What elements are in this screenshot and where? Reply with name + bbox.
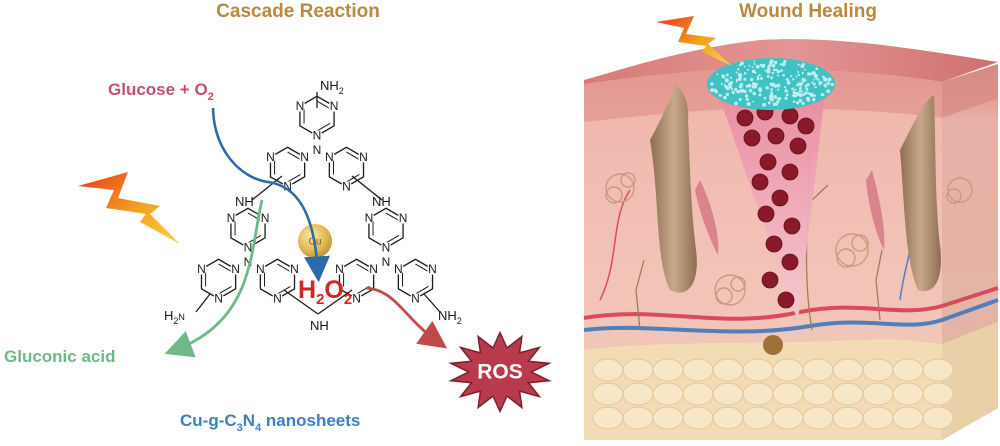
nitrogen-atom: N bbox=[359, 150, 368, 164]
nitrogen-atom: N bbox=[335, 262, 344, 276]
nitrogen-atom: N bbox=[214, 292, 223, 306]
blood-cell bbox=[781, 163, 799, 181]
nitrogen-atom: N bbox=[428, 262, 437, 276]
skin-block-illustration bbox=[583, 39, 999, 440]
bridge-bond bbox=[423, 293, 441, 313]
ros-label: ROS bbox=[477, 361, 523, 384]
nitrogen-atom: N bbox=[300, 150, 309, 164]
blood-cell bbox=[783, 217, 801, 235]
nitrogen-atom: N bbox=[273, 292, 282, 306]
nitrogen-atom: N bbox=[352, 292, 361, 306]
blood-cell bbox=[767, 127, 785, 145]
nitrogen-atom: N bbox=[231, 262, 240, 276]
blood-cell bbox=[781, 253, 799, 271]
blood-cell bbox=[743, 129, 761, 147]
blood-cell bbox=[797, 117, 815, 135]
nitrogen-atom: N bbox=[256, 262, 265, 276]
nitrogen-atom: N bbox=[325, 150, 334, 164]
nitrogen-atom: N bbox=[290, 262, 299, 276]
cu-g-c3n4-nanosheets-label: Cu-g-C3N4 nanosheets bbox=[180, 411, 360, 434]
gluconic-acid-arrow bbox=[164, 199, 264, 358]
h2o2-label: H2O2 bbox=[298, 276, 352, 308]
bridge-bond bbox=[283, 289, 319, 315]
nitrogen-atom: N bbox=[365, 211, 374, 225]
nitrogen-atom: N bbox=[296, 99, 305, 113]
artery bbox=[583, 286, 999, 321]
cascade-reaction-title: Cascade Reaction bbox=[216, 1, 380, 22]
blood-cell bbox=[781, 107, 799, 125]
hair-follicle-right bbox=[900, 95, 942, 292]
nitrogen-atom: N bbox=[283, 180, 292, 194]
nitrogen-atom: N bbox=[227, 211, 236, 225]
nitrogen-atom: N bbox=[382, 241, 391, 255]
blood-cell bbox=[765, 235, 783, 253]
nitrogen-atom: N bbox=[244, 241, 253, 255]
nh-left-bridge: NH bbox=[235, 194, 254, 209]
hair-follicle-left bbox=[650, 84, 697, 293]
nitrogen-atom: N bbox=[399, 211, 408, 225]
bridge-bond bbox=[251, 175, 283, 201]
nitrogen-atom: N bbox=[382, 255, 391, 269]
nitrogen-atom: N bbox=[411, 292, 420, 306]
glucose-o2-label: Glucose + O2 bbox=[108, 80, 214, 103]
nitrogen-atom: N bbox=[394, 262, 403, 276]
nitrogen-atom: N bbox=[313, 143, 322, 157]
lightning-bolt-right-icon bbox=[656, 16, 732, 66]
glucose-to-h2o2-arrow bbox=[211, 107, 330, 283]
lightning-bolt-icon bbox=[78, 172, 180, 244]
h2n-left: H2N bbox=[164, 308, 185, 326]
nh-bottom-bridge: NH bbox=[310, 318, 329, 333]
nerve-ending bbox=[763, 335, 783, 355]
vein bbox=[583, 298, 999, 334]
ros-burst bbox=[448, 330, 552, 414]
blood-cell bbox=[777, 291, 795, 309]
nitrogen-atom: N bbox=[369, 262, 378, 276]
bridge-bond bbox=[195, 293, 211, 313]
wound-healing-title: Wound Healing bbox=[739, 1, 877, 22]
nh-right-bridge: NH bbox=[372, 194, 391, 209]
bridge-bond bbox=[351, 175, 383, 201]
nitrogen-atom: N bbox=[330, 99, 339, 113]
nh2-right: NH2 bbox=[438, 308, 462, 326]
nitrogen-atom: N bbox=[313, 129, 322, 143]
blood-cell bbox=[789, 137, 807, 155]
nitrogen-atom: N bbox=[261, 211, 270, 225]
blood-cell bbox=[761, 271, 779, 289]
blood-cell bbox=[771, 189, 789, 207]
blood-cell bbox=[736, 109, 754, 127]
blood-cell bbox=[759, 153, 777, 171]
blood-cell bbox=[751, 173, 769, 191]
nitrogen-atom: N bbox=[244, 255, 253, 269]
nitrogen-atom: N bbox=[266, 150, 275, 164]
nh2-top: NH2 bbox=[320, 78, 344, 96]
gluconic-acid-label: Gluconic acid bbox=[4, 347, 115, 366]
bridge-bond bbox=[317, 289, 353, 315]
nitrogen-atom: N bbox=[197, 262, 206, 276]
nitrogen-atom: N bbox=[342, 180, 351, 194]
blood-cell bbox=[757, 205, 775, 223]
h2o2-to-ros-arrow bbox=[365, 286, 448, 349]
